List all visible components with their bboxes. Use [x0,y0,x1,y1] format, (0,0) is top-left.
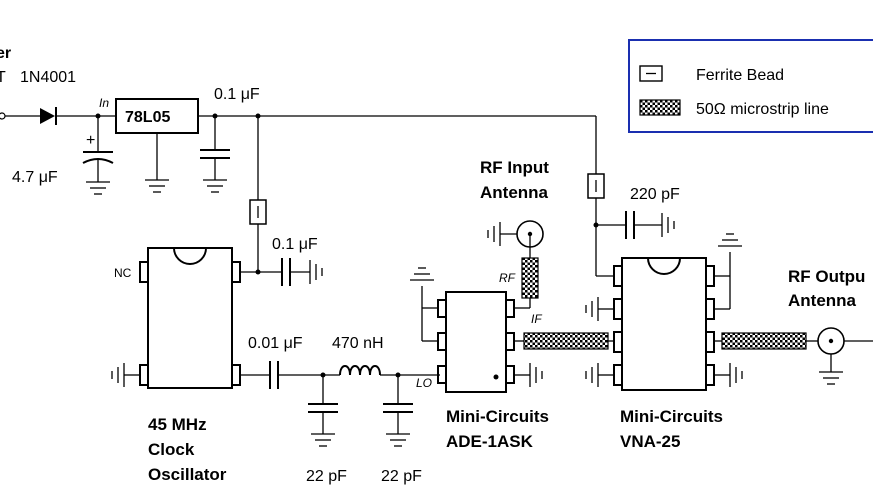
amp-title-2: VNA-25 [620,432,680,451]
rf-output-title-1: RF Outpu [788,267,865,286]
regulator-78l05 [115,98,199,134]
diode-label: 1N4001 [20,69,76,86]
chip-notch [647,257,681,275]
regulator-output-capacitor [200,116,230,193]
inductor-label: 470 nH [332,335,384,352]
if-microstrip [523,332,609,350]
rf-input-title-1: RF Input [480,158,549,177]
legend-microstrip-label: 50Ω microstrip line [696,101,829,118]
regulator-in-pin-label: In [99,96,109,110]
amp-pin [705,265,715,287]
cap-01u-reg-label: 0.1 μF [214,86,260,103]
amp-pin-in [613,331,623,353]
mixer-rf-label: RF [499,271,516,285]
input-capacitor [82,116,114,195]
amp-pin [705,364,715,386]
rf-in-microstrip [521,257,539,299]
cap-4u7-label: 4.7 μF [12,169,58,186]
mixer-pin [437,332,447,351]
diode-symbol [40,107,57,125]
mixer-pin-if [505,332,515,351]
mixer-pin [437,299,447,318]
amp-ground-right-bottom [714,363,743,387]
cap-01u-osc-label: 0.1 μF [272,236,318,253]
amp-pin-out [705,331,715,353]
rf-output-antenna-connector [817,327,845,385]
osc-pin-vcc [231,261,241,283]
rf-input-antenna-connector [487,220,544,248]
osc-decoupling-capacitor [281,258,323,286]
mixer-pin1-dot [493,374,499,380]
amp-decoupling-capacitor [596,211,675,239]
amp-pin [613,265,623,287]
amp-ground-right-top [714,233,742,310]
osc-title-3: Oscillator [148,465,227,484]
mixer-title-1: Mini-Circuits [446,407,549,426]
filter-capacitor-2 [383,375,413,447]
inductor-470nh [339,365,381,376]
rf-output-title-2: Antenna [788,291,857,310]
mixer-if-label: IF [531,312,542,326]
regulator-label: 78L05 [125,109,170,126]
amp-title-1: Mini-Circuits [620,407,723,426]
legend-ferrite-icon [639,65,663,82]
mixer-pin-rf [505,299,515,318]
cap-22p-1-label: 22 pF [306,468,347,485]
osc-title-1: 45 MHz [148,415,207,434]
mixer-pin-gnd [505,365,515,384]
regulator-ground [145,133,169,193]
osc-ground [111,363,140,387]
power-label: er [0,45,11,62]
amp-pin [613,298,623,320]
amplifier-chip [621,257,707,391]
legend-ferrite-label: Ferrite Bead [696,67,784,84]
power-terminal [0,112,6,120]
power-sub-label: T [0,69,6,86]
rf-input-title-2: Antenna [480,183,549,202]
cap-220p-label: 220 pF [630,186,680,203]
mixer-title-2: ADE-1ASK [446,432,534,451]
cap-22p-2-label: 22 pF [381,468,422,485]
osc-title-2: Clock [148,440,195,459]
legend-box [628,39,873,133]
amp-pin [705,298,715,320]
chip-notch [173,247,207,265]
filter-capacitor-1 [308,375,338,447]
out-microstrip [721,332,807,350]
coupling-capacitor [269,361,279,389]
clock-oscillator-chip [147,247,233,389]
mixer-gnd-right [514,363,543,387]
ferrite-bead-amp [587,173,605,199]
osc-pin-nc [139,261,149,283]
mixer-ground [410,267,438,342]
cap-001u-label: 0.01 μF [248,335,303,352]
amp-ground-left-1 [585,297,614,321]
ferrite-bead-osc [249,199,267,225]
amp-ground-left-2 [585,363,614,387]
osc-pin-gnd [139,364,149,386]
osc-pin-out [231,364,241,386]
legend-microstrip-icon [639,99,681,116]
amp-pin [613,364,623,386]
cap-plus-label: + [86,132,95,149]
mixer-lo-label: LO [416,376,432,390]
osc-nc-label: NC [114,266,132,280]
